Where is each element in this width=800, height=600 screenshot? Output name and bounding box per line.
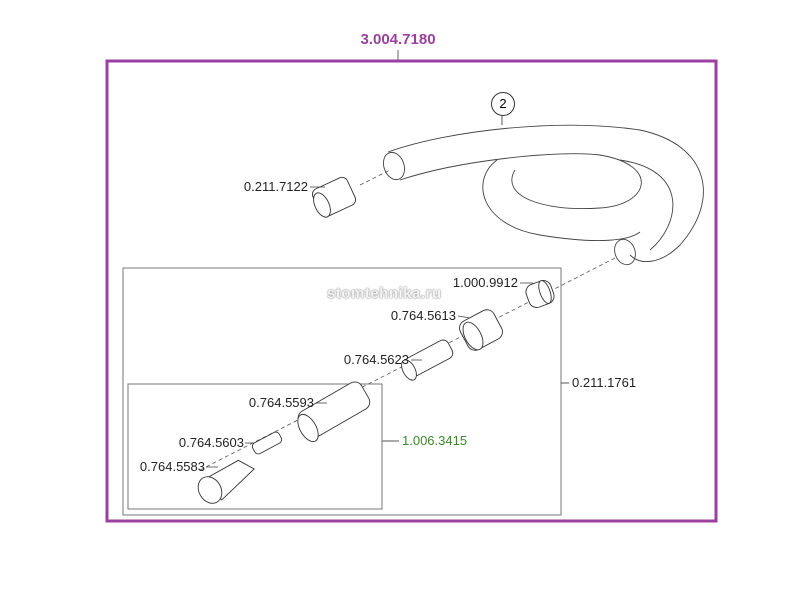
inner-subassembly-box	[127, 383, 383, 510]
part-label-connector[interactable]: 0.211.7122	[243, 179, 308, 194]
sleeve-icon	[459, 309, 503, 351]
outer-subassembly-box	[122, 267, 562, 516]
watermark: stomtehnika.ru	[327, 285, 442, 302]
hose-callout-badge: 2	[491, 92, 515, 116]
part-label-clip[interactable]: 0.764.5603	[178, 435, 244, 450]
part-label-housing[interactable]: 0.764.5593	[248, 395, 314, 410]
clip-icon	[251, 431, 283, 455]
nozzle-icon	[197, 459, 255, 504]
ring-icon	[525, 280, 555, 308]
assembly-number: 3.004.7180	[360, 31, 436, 48]
housing-icon	[297, 381, 371, 443]
hose-icon	[383, 124, 704, 266]
assembly-frame	[105, 59, 718, 523]
leader-lines	[206, 186, 533, 468]
subassembly-label-outer[interactable]: 0.211.1761	[572, 375, 637, 390]
connector-icon	[311, 176, 357, 218]
part-label-nozzle[interactable]: 0.764.5583	[139, 459, 205, 474]
part-label-sleeve[interactable]: 0.764.5613	[390, 308, 456, 323]
part-label-coupling[interactable]: 0.764.5623	[343, 352, 409, 367]
coupling-icon	[401, 339, 454, 381]
subassembly-label-inner[interactable]: 1.006.3415	[402, 433, 468, 448]
part-label-ring[interactable]: 1.000.9912	[452, 275, 518, 290]
